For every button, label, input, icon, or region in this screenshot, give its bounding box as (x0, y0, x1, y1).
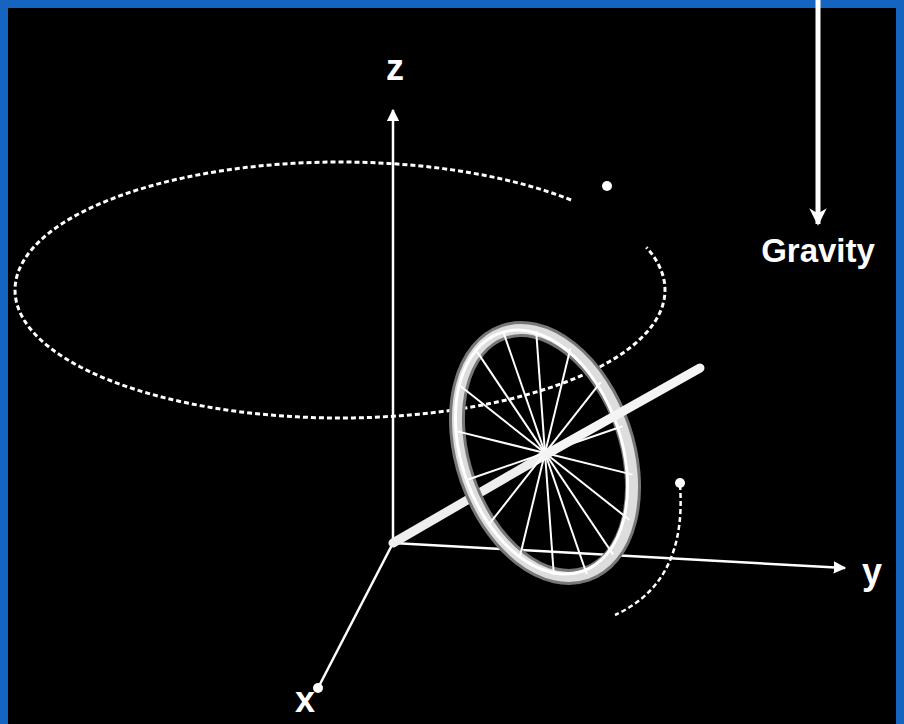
black-ground (8, 8, 896, 724)
gravity-arrow (816, 0, 821, 224)
path-end-dot (602, 181, 612, 191)
x-axis (318, 543, 393, 688)
axis-label: z (386, 50, 404, 86)
spin-end-dot (675, 478, 685, 488)
axis-label: y (862, 554, 882, 590)
spin-path (615, 485, 681, 615)
axle (545, 368, 700, 455)
force-label: Gravity (761, 234, 875, 267)
z-axis (392, 110, 395, 543)
axis-label: x (295, 682, 315, 718)
precession-path (15, 162, 665, 418)
